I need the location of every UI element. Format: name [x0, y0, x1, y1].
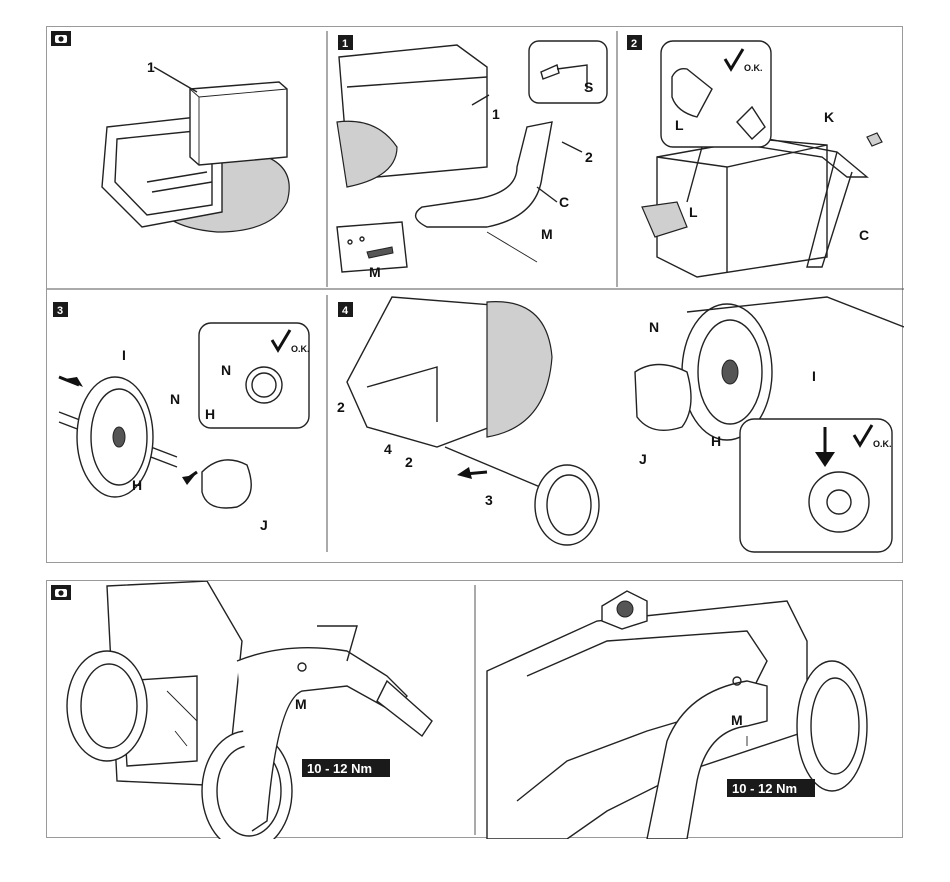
svg-text:10 - 12 Nm: 10 - 12 Nm — [732, 781, 797, 796]
step-badge: 2 — [627, 35, 642, 50]
arrow-icon — [182, 472, 197, 485]
step-badge: 3 — [53, 302, 68, 317]
bottom-diagram-svg: M 10 - 12 Nm M 10 - 12 Nm — [47, 581, 904, 839]
top-diagram-svg: 1 1 S 1 2 C M M — [47, 27, 904, 564]
camera-icon — [51, 31, 71, 46]
torque-view-left — [67, 581, 432, 839]
svg-text:1: 1 — [342, 38, 348, 50]
label: 1 — [147, 59, 155, 75]
shredder-overview-illustration — [102, 67, 289, 232]
svg-text:2: 2 — [631, 38, 637, 50]
svg-text:3: 3 — [57, 305, 63, 317]
label: N — [221, 362, 231, 378]
label: I — [812, 368, 816, 384]
label: 3 — [485, 492, 493, 508]
step-badge: 1 — [338, 35, 353, 50]
label: C — [559, 194, 569, 210]
label: N — [649, 319, 659, 335]
bottom-torque-panel: M 10 - 12 Nm M 10 - 12 Nm — [46, 580, 903, 838]
label: L — [689, 204, 698, 220]
ok-label: O.K. — [744, 63, 763, 73]
wrench-tool-inset — [529, 41, 607, 103]
label: N — [170, 391, 180, 407]
torque-badge: 10 - 12 Nm — [727, 779, 815, 797]
label: J — [260, 517, 268, 533]
label: 2 — [337, 399, 345, 415]
label: C — [859, 227, 869, 243]
label: 4 — [384, 441, 392, 457]
label: I — [122, 347, 126, 363]
label: M — [731, 712, 743, 728]
torque-view-right — [487, 591, 867, 839]
label: J — [639, 451, 647, 467]
label: 1 — [492, 106, 500, 122]
label: K — [824, 109, 834, 125]
label: M — [295, 696, 307, 712]
arrow-icon — [59, 377, 83, 387]
torque-badge: 10 - 12 Nm — [302, 759, 390, 777]
label: L — [675, 117, 684, 133]
label: H — [205, 406, 215, 422]
label: H — [132, 477, 142, 493]
svg-text:4: 4 — [342, 305, 349, 317]
svg-text:10 - 12 Nm: 10 - 12 Nm — [307, 761, 372, 776]
label: M — [369, 264, 381, 280]
step-badge: 4 — [338, 302, 353, 317]
top-instruction-panel: 1 1 S 1 2 C M M — [46, 26, 903, 563]
handle-mount-illustration — [337, 45, 552, 272]
arrow-icon — [457, 467, 487, 479]
label: M — [541, 226, 553, 242]
label: S — [584, 79, 593, 95]
ok-label: O.K. — [873, 439, 892, 449]
camera-icon — [51, 585, 71, 600]
handle-cap-illustration — [642, 133, 882, 277]
wheel-detail-inset — [740, 419, 892, 552]
label: H — [711, 433, 721, 449]
label: 2 — [585, 149, 593, 165]
ok-label: O.K. — [291, 344, 310, 354]
label: 2 — [405, 454, 413, 470]
hub-detail-inset — [199, 323, 309, 428]
